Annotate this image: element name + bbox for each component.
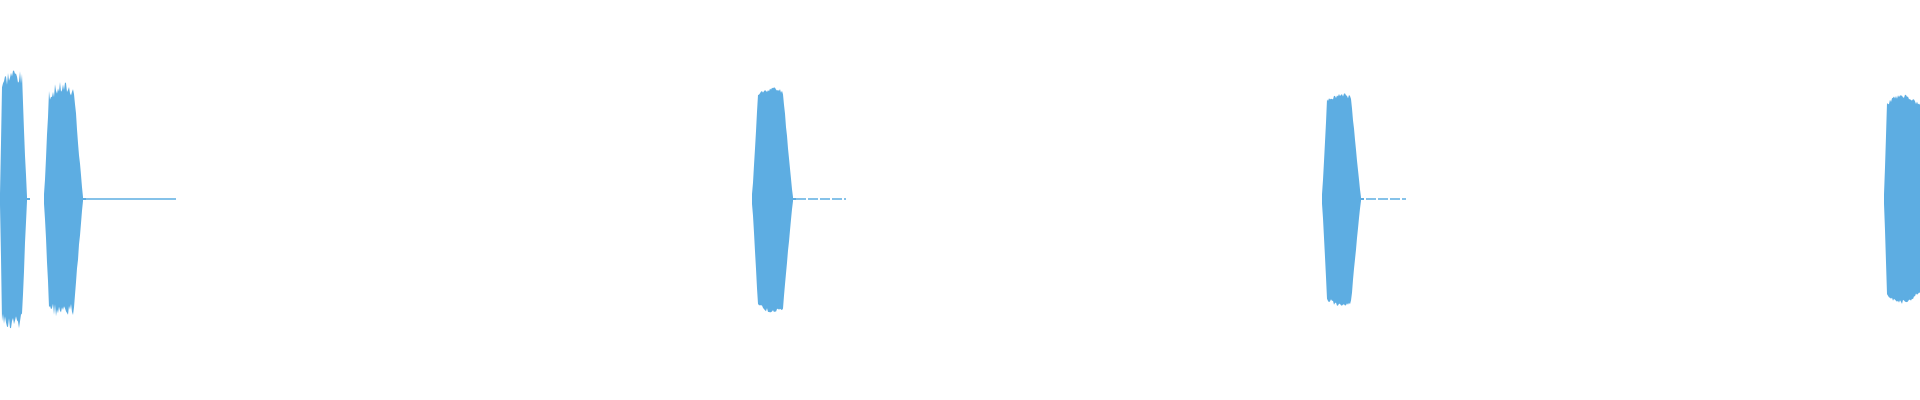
waveform-burst-5 [1884, 94, 1920, 304]
waveform-burst-2 [44, 82, 83, 317]
waveform-burst-1-tail [27, 198, 30, 200]
waveform-burst-1 [0, 70, 27, 329]
waveform-burst-4-tail [1361, 198, 1364, 200]
waveform-burst-3-tail [793, 198, 796, 200]
waveform-burst-4 [1322, 93, 1361, 306]
waveform-burst-2-tail [83, 198, 86, 200]
waveform-burst-3 [752, 87, 793, 313]
waveform-bursts [0, 70, 1920, 329]
